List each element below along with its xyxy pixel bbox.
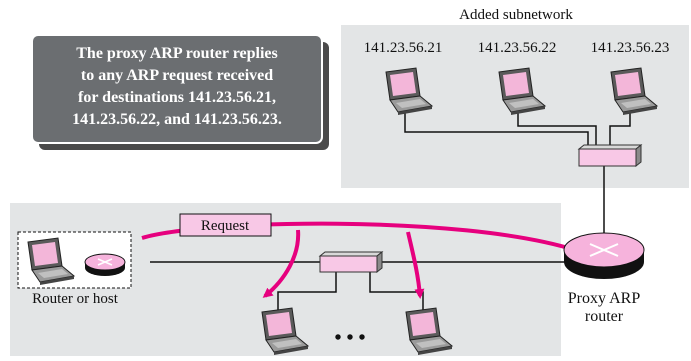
wire-host-3 [609, 112, 631, 150]
host-ip-label-1: 141.23.56.21 [364, 40, 443, 56]
request-arrow-left-host [262, 229, 301, 298]
request-arrows [141, 221, 578, 299]
request-label: Request [201, 218, 250, 234]
callout-box [31, 34, 323, 144]
request-arrow-to-proxy [141, 221, 578, 253]
subnetwork-wiring [404, 112, 631, 244]
host-ip-label-3: 141.23.56.23 [591, 40, 670, 56]
added-subnetwork-title: Added subnetwork [459, 7, 573, 23]
lan-switch-icon [318, 250, 384, 274]
callout-line-3: for destinations 141.23.56.21, [78, 89, 276, 106]
wire-host-1 [404, 112, 589, 150]
source-router-icon [84, 253, 126, 276]
request-arrow-right-host [406, 231, 425, 299]
wire-lan-laptop-left [277, 272, 337, 312]
proxy-label-line-2: router [585, 308, 624, 325]
more-hosts-ellipsis: • • • [334, 327, 365, 349]
subnetwork-switch-icon [577, 143, 643, 168]
host-ip-label-2: 141.23.56.22 [478, 40, 557, 56]
wire-host-2 [517, 112, 597, 150]
proxy-label-line-1: Proxy ARP [568, 290, 641, 307]
callout-line-2: to any ARP request received [81, 67, 273, 84]
source-label: Router or host [32, 291, 119, 307]
wire-lan-laptop-right [369, 272, 424, 312]
callout-line-1: The proxy ARP router replies [76, 45, 277, 62]
proxy-arp-router-icon [563, 232, 645, 279]
request-label-box [179, 213, 272, 237]
callout-line-4: 141.23.56.22, and 141.23.56.23. [72, 111, 282, 128]
